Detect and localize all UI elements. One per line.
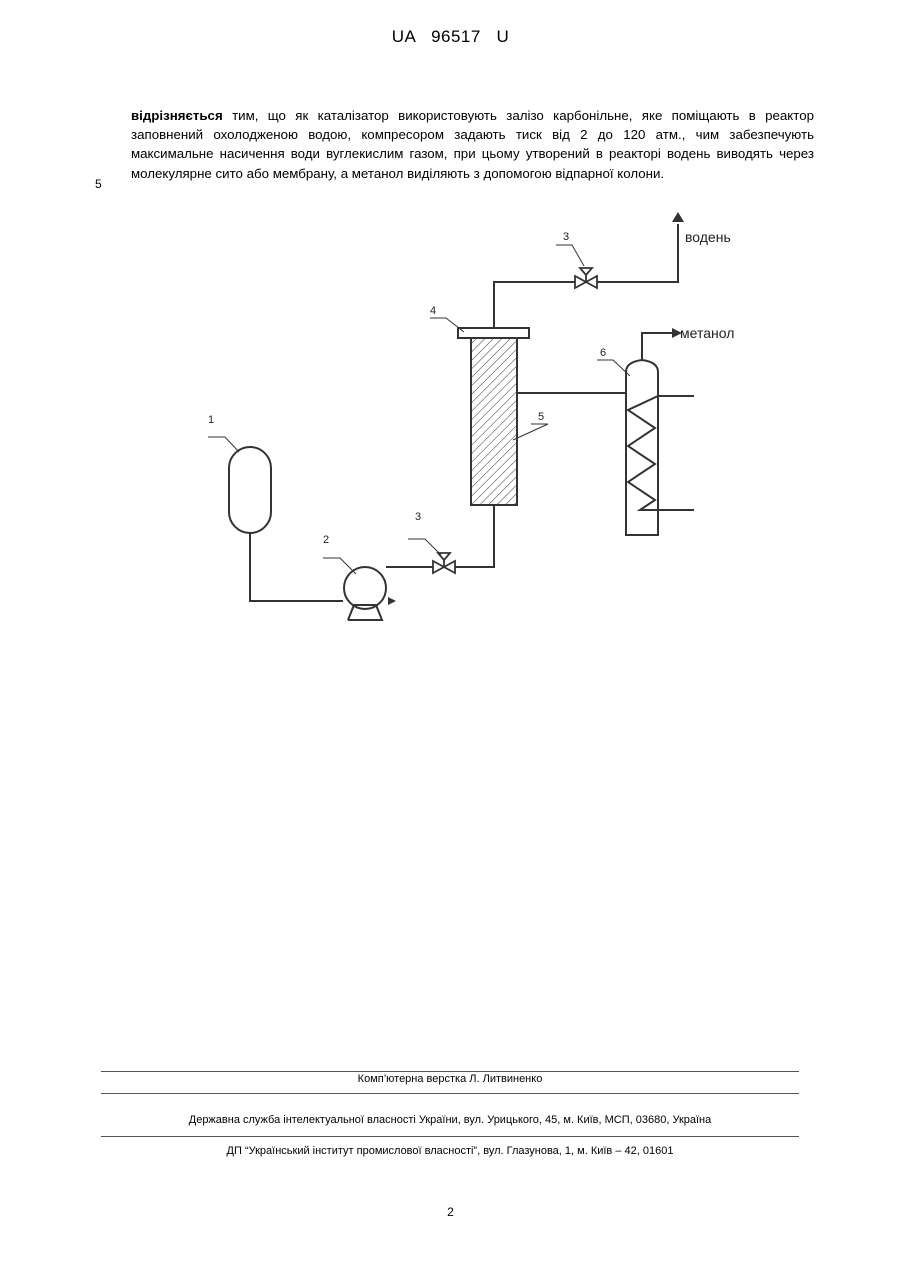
valve-top xyxy=(575,268,597,288)
process-diagram: 1 2 3 3 4 5 6 водень метанол xyxy=(0,0,901,700)
membrane xyxy=(458,328,529,338)
label-4: 4 xyxy=(430,305,436,317)
label-6: 6 xyxy=(600,347,606,359)
pipe-methanol xyxy=(642,333,672,360)
label-2: 2 xyxy=(323,534,329,546)
label-3-bottom: 3 xyxy=(415,511,421,523)
valve-bottom xyxy=(433,553,455,573)
label-1: 1 xyxy=(208,414,214,426)
footer-divider-3 xyxy=(101,1136,799,1137)
page-number: 2 xyxy=(0,1205,901,1219)
footer-layout: Комп’ютерна верстка Л. Литвиненко xyxy=(101,1073,799,1085)
pipe-pump-to-reactor xyxy=(386,505,494,567)
label-5: 5 xyxy=(538,411,544,423)
heat-coil xyxy=(628,396,694,510)
footer-divider-1 xyxy=(101,1071,799,1072)
methanol-output-label: метанол xyxy=(680,325,734,341)
label-3-top: 3 xyxy=(563,231,569,243)
compressor xyxy=(344,567,386,609)
footer-divider-2 xyxy=(101,1093,799,1094)
reactor xyxy=(471,338,517,505)
footer-institute: ДП “Український інститут промислової вла… xyxy=(101,1145,799,1157)
footer-service: Державна служба інтелектуальної власност… xyxy=(101,1114,799,1126)
hydrogen-output-label: водень xyxy=(685,229,731,245)
gas-vessel xyxy=(229,447,271,533)
